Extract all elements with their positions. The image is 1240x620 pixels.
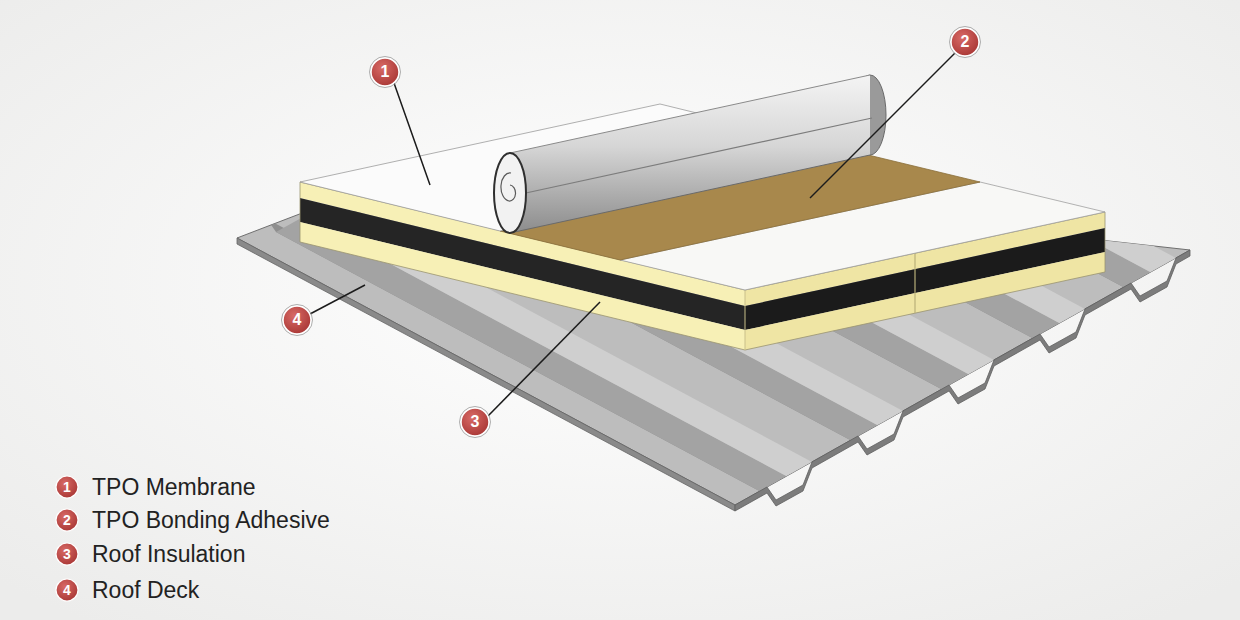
legend-entry: Roof Insulation [92,541,245,567]
callout-marker: 1 [371,58,399,86]
callout-number: 1 [381,64,390,80]
callout-number: 1 [63,480,71,494]
callout-marker: 2 [56,509,78,531]
deck-ribs [267,0,1176,500]
callout-marker: 4 [283,306,311,334]
callout-marker: 3 [461,408,489,436]
legend-text: TPO Membrane [92,474,256,500]
legend-entry: Roof Deck [92,577,199,603]
tpo-membrane [300,75,886,233]
callout-marker: 4 [56,579,78,601]
callout-number: 3 [471,414,480,430]
callout-number: 4 [63,583,71,597]
callout-number: 2 [961,34,970,50]
legend-entry: TPO Membrane [92,474,256,500]
roof-deck [237,0,1190,511]
legend-text: Roof Insulation [92,541,245,567]
legend-entry: TPO Bonding Adhesive [92,507,330,533]
callout-marker: 3 [56,543,78,565]
legend-text: TPO Bonding Adhesive [92,507,330,533]
callout-dots [56,27,981,602]
callout-number: 2 [63,513,71,527]
callout-marker: 2 [951,28,979,56]
callout-number: 4 [293,312,302,328]
callout-number: 3 [63,547,71,561]
legend-text: Roof Deck [92,577,199,603]
callout-marker: 1 [56,476,78,498]
leader-lines [310,53,955,416]
